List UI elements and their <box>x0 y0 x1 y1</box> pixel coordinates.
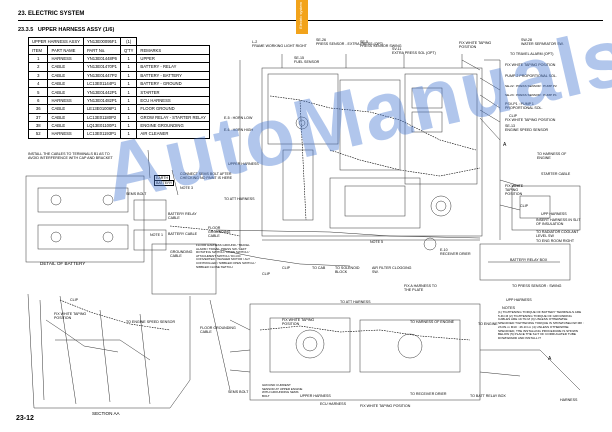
callout-att-harness2: TO ATT HARNESS <box>340 300 371 304</box>
callout-connect-note: CONNECT SEMS BOLT AFTER CHECKING NO PAIN… <box>180 172 232 181</box>
page-number: 23-12 <box>16 415 34 422</box>
header-rule <box>18 20 603 21</box>
section-heading: 23.3.5 UPPER HARNESS ASSY (1/6) <box>18 27 114 33</box>
callout-clip5: CLIP <box>70 298 78 302</box>
callout-fixwhite7: FIX WHITE TAPING POSITION <box>360 404 411 408</box>
upper-frame <box>261 67 483 237</box>
callout-air-filter: AIR FILTER CLOGGING SW. <box>372 266 412 275</box>
callout-insert-slit: INSERT HARNESS IN SLIT OF INSULATION <box>536 218 581 227</box>
detail-of-battery-caption: DETAIL OF BATTERY <box>40 261 86 266</box>
callout-harness: HARNESS <box>560 398 578 402</box>
callout-floor-list: FLOOR HARNESS GROUND / TRAVEL ALARM / TR… <box>196 243 256 269</box>
callout-solenoid: TO SOLENOID BLOCK <box>335 266 360 275</box>
callout-relay-box2: TO BATT RELAY BOX <box>470 394 506 398</box>
table-cell: HARNESS <box>47 129 84 139</box>
callout-battery-relay: BATTERY RELAY CABLE <box>168 212 197 221</box>
callout-to-engine: TO ENGINE <box>478 322 498 326</box>
table-cell: 52 <box>27 129 49 139</box>
callout-room-right: TO ENG ROOM RIGHT <box>536 239 575 243</box>
parts-table: UPPER HARNESS ASSY YN13E00095F1 (1) ITEM… <box>27 36 210 139</box>
table-cell: 1 <box>119 129 138 139</box>
callout-to-cab: TO CAB <box>312 266 326 270</box>
section-title: UPPER HARNESS ASSY (1/6) <box>37 27 115 33</box>
callout-note5: NOTE 5 <box>370 240 383 244</box>
callout-engine-speed: TO ENGINE SPEED SENSOR <box>126 320 176 324</box>
callout-floor-ground: FLOOR GROUNDING CABLE <box>208 226 231 239</box>
callout-clip1: CLIP <box>509 114 517 118</box>
callout-travel-alarm: TO TRAVEL ALARM (OPT) <box>510 52 554 56</box>
callout-clip4: CLIP <box>262 272 270 276</box>
callout-se22: SE-22 : PRESS SENSOR : PUMP P2 <box>505 84 557 88</box>
callout-fix-plate: FIX A HARNESS TO THE PLATE <box>404 284 437 293</box>
section-aa-caption: SECTION AA <box>92 411 120 416</box>
callout-clip3: CLIP <box>282 266 290 270</box>
notes-text: (1) TIGHTENING TORQUE OF BATTERY TERMINA… <box>498 310 584 340</box>
callout-fixwhite6: FIX WHITE TAPING POSITION <box>282 318 315 327</box>
callout-press-swing: TO PRESS SENSOR : SWING <box>512 284 562 288</box>
callout-fixwhite4: FIX WHITE TAPING POSITION <box>505 184 524 197</box>
callout-clip2: CLIP <box>520 204 528 208</box>
callout-fixwhite3: FIX WHITE TAPING POSITION <box>505 118 556 122</box>
chapter-title: 23. ELECTRIC SYSTEM <box>18 11 85 17</box>
battery-detail-frame <box>25 175 145 263</box>
callout-upper-harness2: UPPER HARNESS <box>300 394 331 398</box>
callout-battery: BATTERY <box>154 180 175 187</box>
callout-upp-harness2: UPP HARNESS <box>506 298 532 302</box>
callout-horn-high: E-6 : HORN HIGH <box>224 128 254 132</box>
callout-fixwhite1: FIX WHITE TAPING POSITION <box>459 41 492 50</box>
table-cell: AIR CLEANER <box>136 129 210 139</box>
callout-floor-ground2: FLOOR GROUNDING CABLE <box>200 326 236 335</box>
engine-frame <box>249 303 481 401</box>
callout-install-note: INSTALL THE CABLES TO TERMINALS B1 AS TO… <box>28 152 113 161</box>
callout-sems-bolt: SEMS BOLT <box>126 192 147 196</box>
section-mark-a-upper: A <box>503 142 507 148</box>
callout-starter-cable: STARTER CABLE <box>541 172 571 176</box>
callout-fixwhite2: FIX WHITE TAPING POSITION <box>505 63 556 67</box>
callout-note3: NOTE 3 <box>180 186 193 190</box>
section-tab[interactable]: Electric system <box>296 0 308 34</box>
callout-ground-note: GROUND CURRENT SENSOR AT UPPER ENGINE WI… <box>262 383 303 398</box>
callout-relay-box: BATTERY RELAY BOX <box>510 258 548 262</box>
callout-horn-low: E-5 : HORN LOW <box>224 116 253 120</box>
callout-receiver: TO RECEIVER DRIER <box>410 392 447 396</box>
section-number: 23.3.5 <box>18 27 34 33</box>
callout-pump2: PUMP 2 PROPORTIONAL SOL. <box>505 74 557 78</box>
callout-note1: NOTE 1 <box>150 233 163 237</box>
callout-harness-engine2: TO HARNESS OF ENGINE <box>410 320 455 324</box>
callout-battery-cable: BATTERY CABLE <box>168 232 197 236</box>
callout-upper-harness: UPPER HARNESS <box>228 162 259 166</box>
callout-harness-engine: TO HARNESS OF ENGINE <box>537 152 567 161</box>
callout-att-harness: TO ATT HARNESS <box>224 197 255 201</box>
callout-radiator: TO RADIATOR COOLANT LEVEL SW <box>536 230 579 239</box>
callout-upp-harness: UPP HARNESS <box>541 212 567 216</box>
callout-psv: PSV-P1 : PUMP 1 PROPORTIONAL SOL. <box>505 102 543 111</box>
section-mark-a-lower: A <box>548 356 552 362</box>
callout-sems-bolt2: SEMS BOLT <box>228 390 249 394</box>
callout-grounding: GROUNDING CABLE <box>170 250 193 259</box>
notes-title: NOTES <box>502 306 516 310</box>
callout-fixwhite5: FIX WHITE TAPING POSITION <box>54 312 87 321</box>
callout-ecu-harness: ECU HARNESS <box>320 402 346 406</box>
callout-se23: SE-23 : PRESS SENSOR : PUMP P1 <box>505 93 557 97</box>
section-marks: A A <box>503 142 552 362</box>
